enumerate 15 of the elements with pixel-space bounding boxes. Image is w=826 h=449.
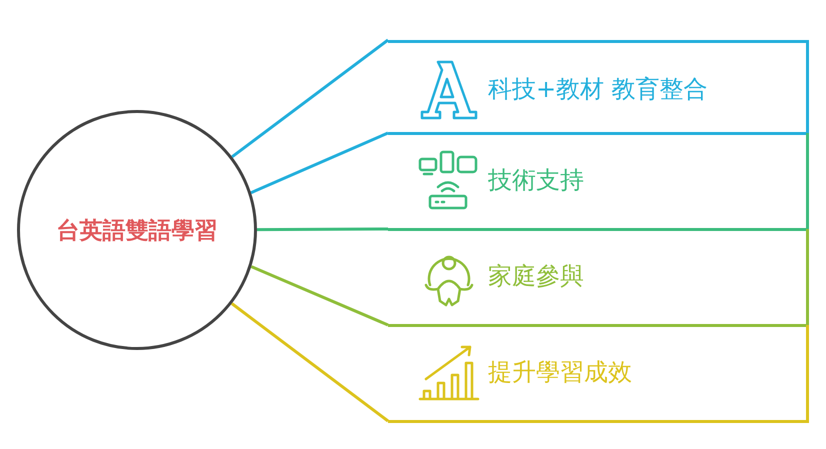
connector-line [230,302,389,422]
topic-circle [17,110,257,350]
branch-band [388,40,809,134]
branch-band [388,133,809,230]
branch-label: 技術支持 [488,165,584,195]
branch-label: 提升學習成效 [488,357,632,387]
branch-band [388,229,809,326]
connector-line [257,228,388,232]
connector-line [231,38,389,158]
connector-line [250,132,389,194]
branch-label: 家庭參與 [488,261,584,291]
branch-band [388,325,809,422]
topic-title: 台英語雙語學習 [56,217,218,246]
branch-label: 科技+教材 教育整合 [488,74,708,104]
connector-line [250,265,389,326]
